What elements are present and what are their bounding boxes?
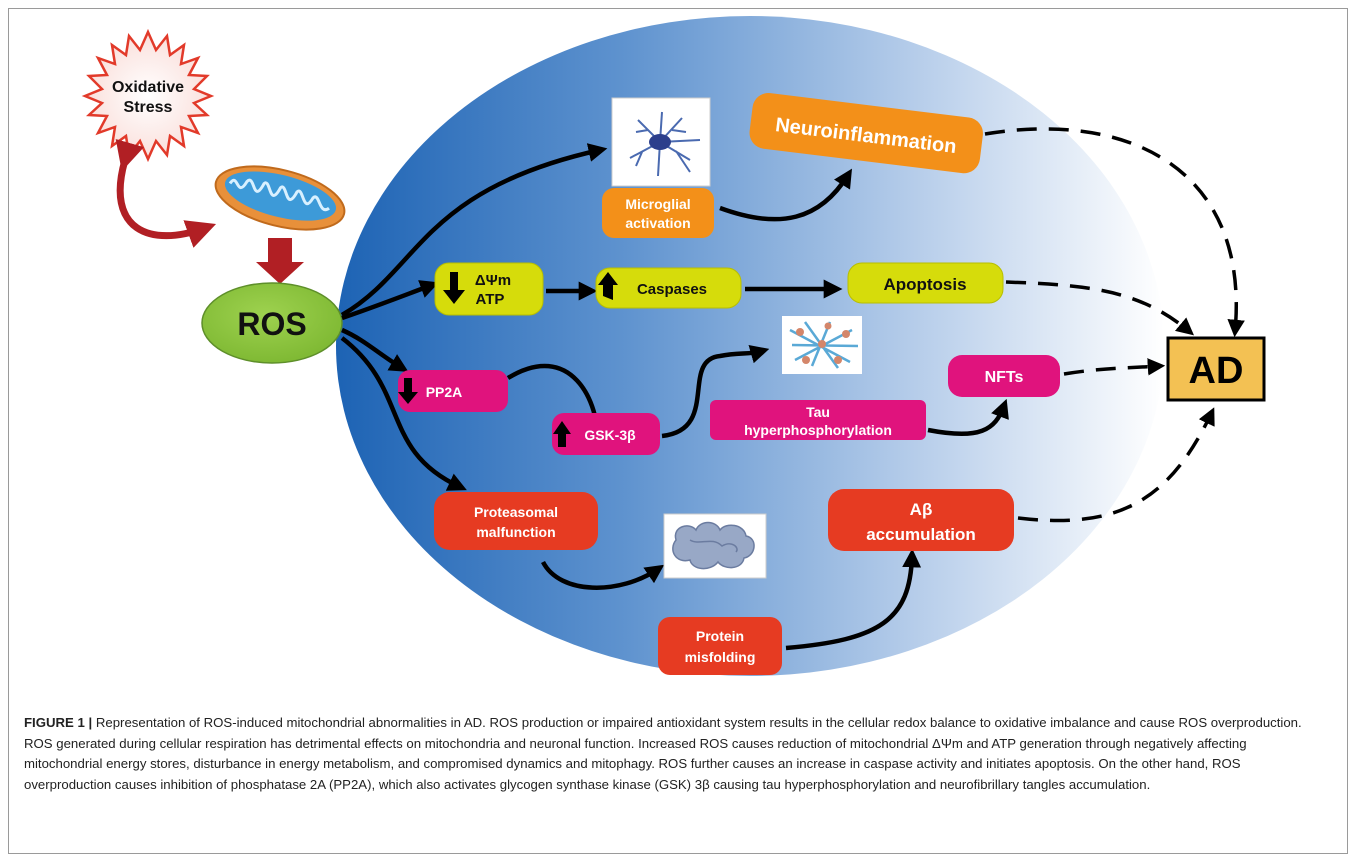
gsk-label: GSK-3β — [584, 427, 636, 443]
microglial-line2: activation — [625, 215, 690, 231]
abeta-line1: Aβ — [910, 500, 933, 519]
up-arrow-icon — [553, 421, 571, 447]
down-arrow-icon — [443, 272, 465, 304]
caption-label: FIGURE 1 | — [24, 715, 93, 730]
dpsim-line1: ΔΨm — [475, 272, 511, 289]
ros-node: ROS — [201, 282, 343, 364]
oxidative-stress-line2: Stress — [124, 99, 173, 116]
gsk-to-tau-arrow — [661, 345, 770, 439]
down-arrow-icon — [398, 378, 418, 404]
dpsim-atp-node: ΔΨm ATP — [434, 262, 544, 316]
ros-to-pp2a-arrow — [341, 327, 409, 372]
misfolding-to-abeta-arrow — [785, 548, 922, 651]
abeta-to-ad-arrow — [1017, 407, 1215, 523]
ros-ad-diagram: Oxidative Stress ROS — [81, 16, 1266, 676]
tau-line1: Tau — [806, 404, 830, 420]
microglial-line1: Microglial — [625, 196, 690, 212]
tau-to-nfts-arrow — [927, 398, 1009, 437]
nfts-to-ad-arrow — [1063, 358, 1166, 376]
mitochondrion-icon — [214, 165, 346, 231]
protein-misfolding-line2: misfolding — [685, 649, 756, 665]
nfts-label: NFTs — [985, 369, 1024, 386]
proteasomal-line2: malfunction — [476, 524, 555, 540]
abeta-node: Aβ accumulation — [828, 489, 1014, 551]
apoptosis-to-ad-arrow — [1005, 280, 1195, 336]
ros-label: ROS — [237, 306, 306, 342]
figure-caption: FIGURE 1 | Representation of ROS-induced… — [24, 713, 1324, 795]
ros-to-microglia-arrow — [340, 143, 608, 317]
protein-aggregate-image — [663, 513, 767, 579]
dpsim-line2: ATP — [476, 291, 505, 308]
ros-arrows — [340, 143, 1009, 651]
caspases-label: Caspases — [637, 281, 707, 298]
neuroinflammation-to-ad-arrow — [984, 127, 1245, 338]
pp2a-node: PP2A — [398, 370, 508, 412]
ros-to-dpsim-arrow — [341, 280, 440, 321]
up-arrow-icon — [598, 272, 618, 300]
proteasomal-line1: Proteasomal — [474, 504, 558, 520]
dashed-arrows — [984, 127, 1245, 523]
caption-text: Representation of ROS-induced mitochondr… — [24, 715, 1302, 792]
caspases-node: Caspases — [595, 267, 742, 309]
protein-misfolding-line1: Protein — [696, 628, 744, 644]
mito-ros-arrow — [256, 238, 304, 284]
abeta-line2: accumulation — [866, 525, 976, 544]
tangles-image — [782, 316, 862, 374]
ad-node: AD — [1166, 336, 1266, 402]
microglial-activation-node: Microglial activation — [602, 188, 714, 238]
oxidative-stress-burst: Oxidative Stress — [81, 28, 215, 163]
microglia-to-neuroinflammation-arrow — [719, 168, 852, 222]
tau-line2: hyperphosphorylation — [744, 422, 892, 438]
tau-node: Tau hyperphosphorylation — [710, 400, 926, 440]
stress-mito-arrow — [115, 139, 217, 248]
ad-label: AD — [1189, 350, 1244, 392]
nfts-node: NFTs — [948, 355, 1060, 397]
apoptosis-label: Apoptosis — [883, 275, 966, 294]
gsk-node: GSK-3β — [552, 413, 660, 455]
microglia-image — [611, 97, 711, 187]
pp2a-label: PP2A — [426, 384, 463, 400]
apoptosis-node: Apoptosis — [847, 262, 1004, 304]
neuroinflammation-node: Neuroinflammation — [749, 93, 983, 174]
proteasomal-node: Proteasomal malfunction — [434, 492, 598, 550]
oxidative-stress-line1: Oxidative — [112, 79, 184, 96]
protein-misfolding-node: Protein misfolding — [658, 617, 782, 675]
ros-to-proteasomal-arrow — [340, 336, 467, 491]
proteasomal-to-protein-fig-arrow — [541, 560, 665, 590]
